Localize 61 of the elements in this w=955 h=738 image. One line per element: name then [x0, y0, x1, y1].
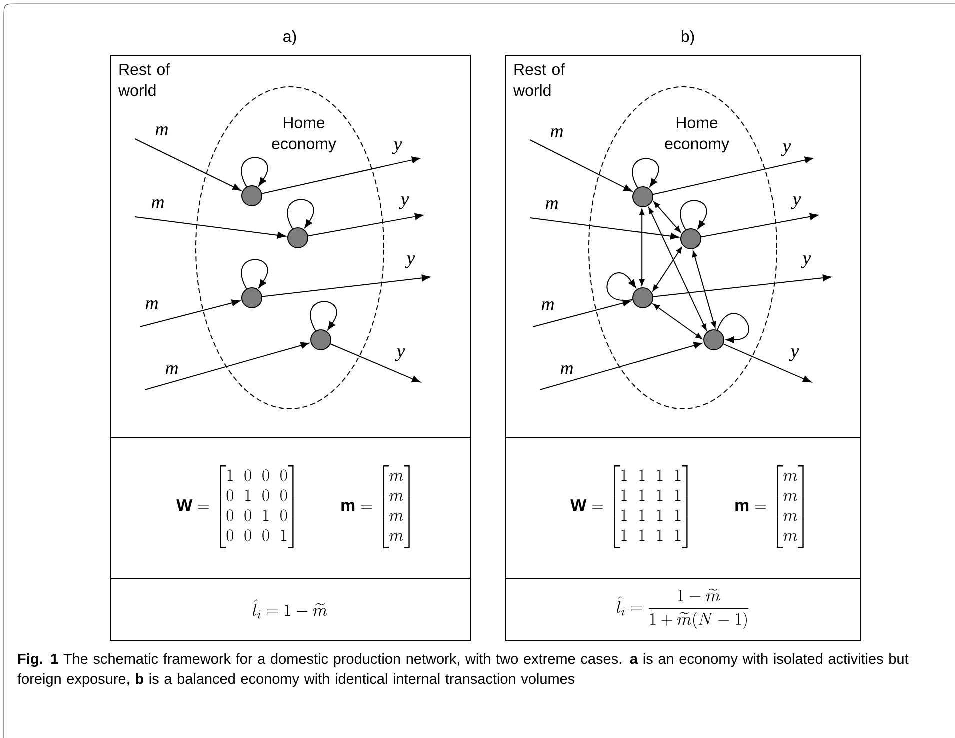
figure-caption: Fig. 1 The schematic framework for a domestic production network, with two extreme cases. a is an economy with isolated activities but foreign exposure, b is a balanced economy with identical internal transaction volumes	[18, 654, 909, 687]
arrow	[134, 216, 286, 239]
arrow	[652, 156, 814, 196]
arrow	[262, 156, 420, 194]
formula-box: $\mathbf{W} = \begin{bmatrix}1 & 0 & 0 & 0\\ 0 & 1 & 0 & 0\\ 0 & 0 & 1 & 0\\ 0 & 0 & 0 & 1\end{bmatrix}$ $\mathbf{m} = \begin{bmatrix}m\\ m\\ m\\ m\end{bmatrix}$	[110, 437, 471, 579]
arrow	[308, 213, 424, 237]
arrow	[144, 342, 310, 390]
arrow	[723, 344, 812, 383]
formula-box: $\hat{l}_i = \frac{1 - \widetilde{m}}{1 + \widetilde{m}(N-1)}$	[505, 578, 861, 641]
activity-node	[242, 186, 262, 206]
formula-box: $\mathbf{W} = \begin{bmatrix}1 & 1 & 1 & 1\\ 1 & 1 & 1 & 1\\ 1 & 1 & 1 & 1\\ 1 & 1 & 1 & 1\end{bmatrix}$ $\mathbf{m} = \begin{bmatrix}m\\ m\\ m\\ m\end{bmatrix}$	[505, 437, 861, 579]
edge-label: m	[544, 200, 560, 210]
edge-label: m	[164, 364, 180, 376]
arrow	[652, 274, 832, 298]
activity-node	[310, 330, 332, 350]
self-loop-arrow	[310, 301, 338, 332]
arrow	[330, 344, 421, 383]
activity-node	[680, 228, 702, 250]
activity-node	[242, 288, 262, 308]
edge-label: y	[781, 142, 792, 158]
arrow	[532, 300, 632, 328]
arrow	[134, 138, 242, 191]
edge-label: y	[399, 196, 410, 210]
activity-node	[704, 330, 724, 350]
arrow	[639, 209, 645, 286]
self-loop-arrow	[241, 157, 268, 188]
edge-label: m	[559, 364, 575, 376]
arrow	[700, 213, 818, 238]
arrow	[653, 304, 702, 340]
arrow	[530, 140, 632, 192]
edge-label: m	[540, 300, 556, 312]
panel-heading: a)	[284, 30, 296, 46]
edge-label: m	[150, 198, 166, 210]
edge-label: y	[395, 348, 406, 362]
edge-label: y	[801, 254, 812, 270]
edge-label: y	[392, 140, 404, 156]
edge-label: m	[549, 128, 565, 138]
arrow	[140, 300, 240, 328]
arrow	[692, 250, 716, 328]
edge-label: m	[144, 300, 160, 310]
arrow	[654, 202, 682, 233]
edge-label: m	[154, 126, 170, 136]
panel-heading: b)	[682, 30, 694, 46]
self-loop-arrow	[680, 200, 708, 230]
edge-label: y	[405, 254, 416, 270]
arrow	[540, 342, 702, 390]
arrow	[262, 274, 430, 298]
self-loop-arrow	[717, 313, 750, 344]
arrow	[530, 218, 680, 240]
edge-label: y	[791, 196, 802, 210]
self-loop-arrow	[241, 259, 268, 290]
self-loop-arrow	[606, 272, 636, 302]
activity-node	[632, 186, 654, 208]
formula-box: $\hat{l}_i = 1 - \widetilde{m}$	[110, 578, 471, 641]
edge-label: y	[789, 348, 800, 362]
self-loop-arrow	[287, 199, 314, 230]
activity-node	[632, 288, 654, 308]
arrow	[648, 207, 707, 331]
activity-node	[288, 228, 308, 248]
self-loop-arrow	[632, 158, 660, 188]
arrow	[652, 246, 682, 292]
